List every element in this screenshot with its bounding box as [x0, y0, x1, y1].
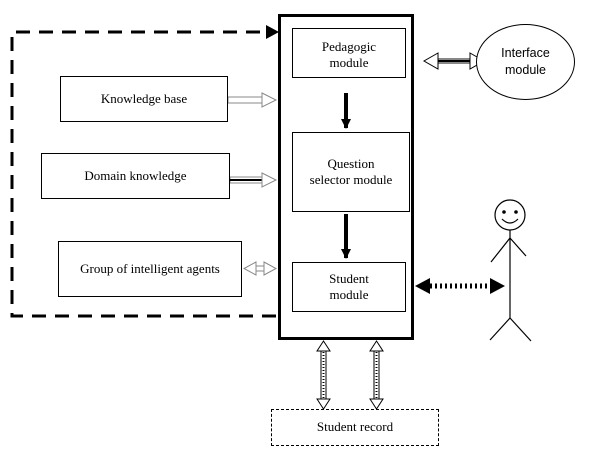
domain-knowledge-label: Domain knowledge — [84, 167, 187, 183]
main-system-container — [278, 14, 414, 340]
student-record-box: Student record — [271, 409, 439, 446]
student-record-label: Student record — [316, 419, 394, 435]
intelligent-agents-box: Group of intelligent agents — [58, 241, 242, 297]
main-to-record-connector-left — [316, 340, 331, 410]
knowledge-base-box: Knowledge base — [60, 76, 228, 122]
student-module-label: Student module — [329, 270, 369, 302]
question-selector-box: Question selector module — [292, 132, 410, 212]
interface-module-ellipse: Interface module — [476, 24, 575, 100]
student-module-box: Student module — [292, 262, 406, 312]
pedagogic-interface-arrow — [422, 52, 486, 70]
pedagogic-module-box: Pedagogic module — [292, 28, 406, 78]
knowledge-base-label: Knowledge base — [100, 90, 188, 106]
dashed-bracket-line — [10, 30, 276, 318]
student-person-dotted-arrow — [415, 278, 505, 294]
dk-to-main-arrow — [229, 172, 278, 188]
intelligent-agents-label: Group of intelligent agents — [80, 260, 220, 276]
domain-knowledge-box: Domain knowledge — [41, 153, 230, 199]
main-to-record-connector-right — [369, 340, 384, 410]
pedagogic-module-label: Pedagogic module — [321, 39, 377, 71]
kb-to-main-arrow — [227, 92, 278, 108]
question-selector-label: Question selector module — [309, 155, 393, 187]
dashed-bracket-arrowhead — [266, 25, 279, 39]
interface-module-label: Interface module — [501, 46, 550, 77]
agents-main-bidirectional-arrow — [242, 261, 278, 276]
